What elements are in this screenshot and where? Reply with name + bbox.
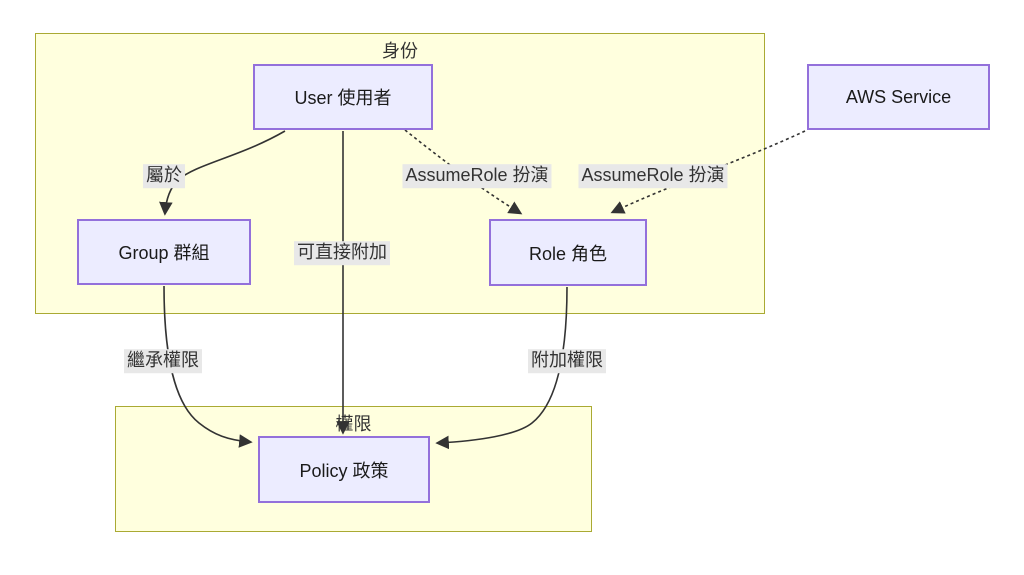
node-group: Group 群組 <box>77 219 251 285</box>
node-role: Role 角色 <box>489 219 647 286</box>
node-user: User 使用者 <box>253 64 433 130</box>
edge-group-policy <box>163 285 253 448</box>
edge-label-assumerole-user: AssumeRole 扮演 <box>402 164 552 188</box>
node-policy-label: Policy 政策 <box>299 460 389 481</box>
cluster-identity-label: 身份 <box>382 41 418 61</box>
node-group-label: Group 群組 <box>118 243 210 263</box>
node-aws-service: AWS Service <box>807 64 990 130</box>
edge-role-policy <box>435 286 568 450</box>
node-role-label: Role 角色 <box>528 243 608 264</box>
edge-label-assumerole-aws: AssumeRole 扮演 <box>578 164 728 188</box>
edge-label-direct-attach: 可直接附加 <box>294 241 390 265</box>
node-aws-service-label: AWS Service <box>845 86 952 107</box>
edge-awsservice-role <box>610 130 806 214</box>
edge-label-inherit-permissions: 繼承權限 <box>124 349 202 373</box>
cluster-permissions: 權限 <box>115 406 592 532</box>
node-user-label: User 使用者 <box>294 88 392 108</box>
edge-label-belongs-to: 屬於 <box>143 164 185 188</box>
node-policy: Policy 政策 <box>258 436 430 503</box>
edge-label-attach-permissions: 附加權限 <box>528 349 606 373</box>
